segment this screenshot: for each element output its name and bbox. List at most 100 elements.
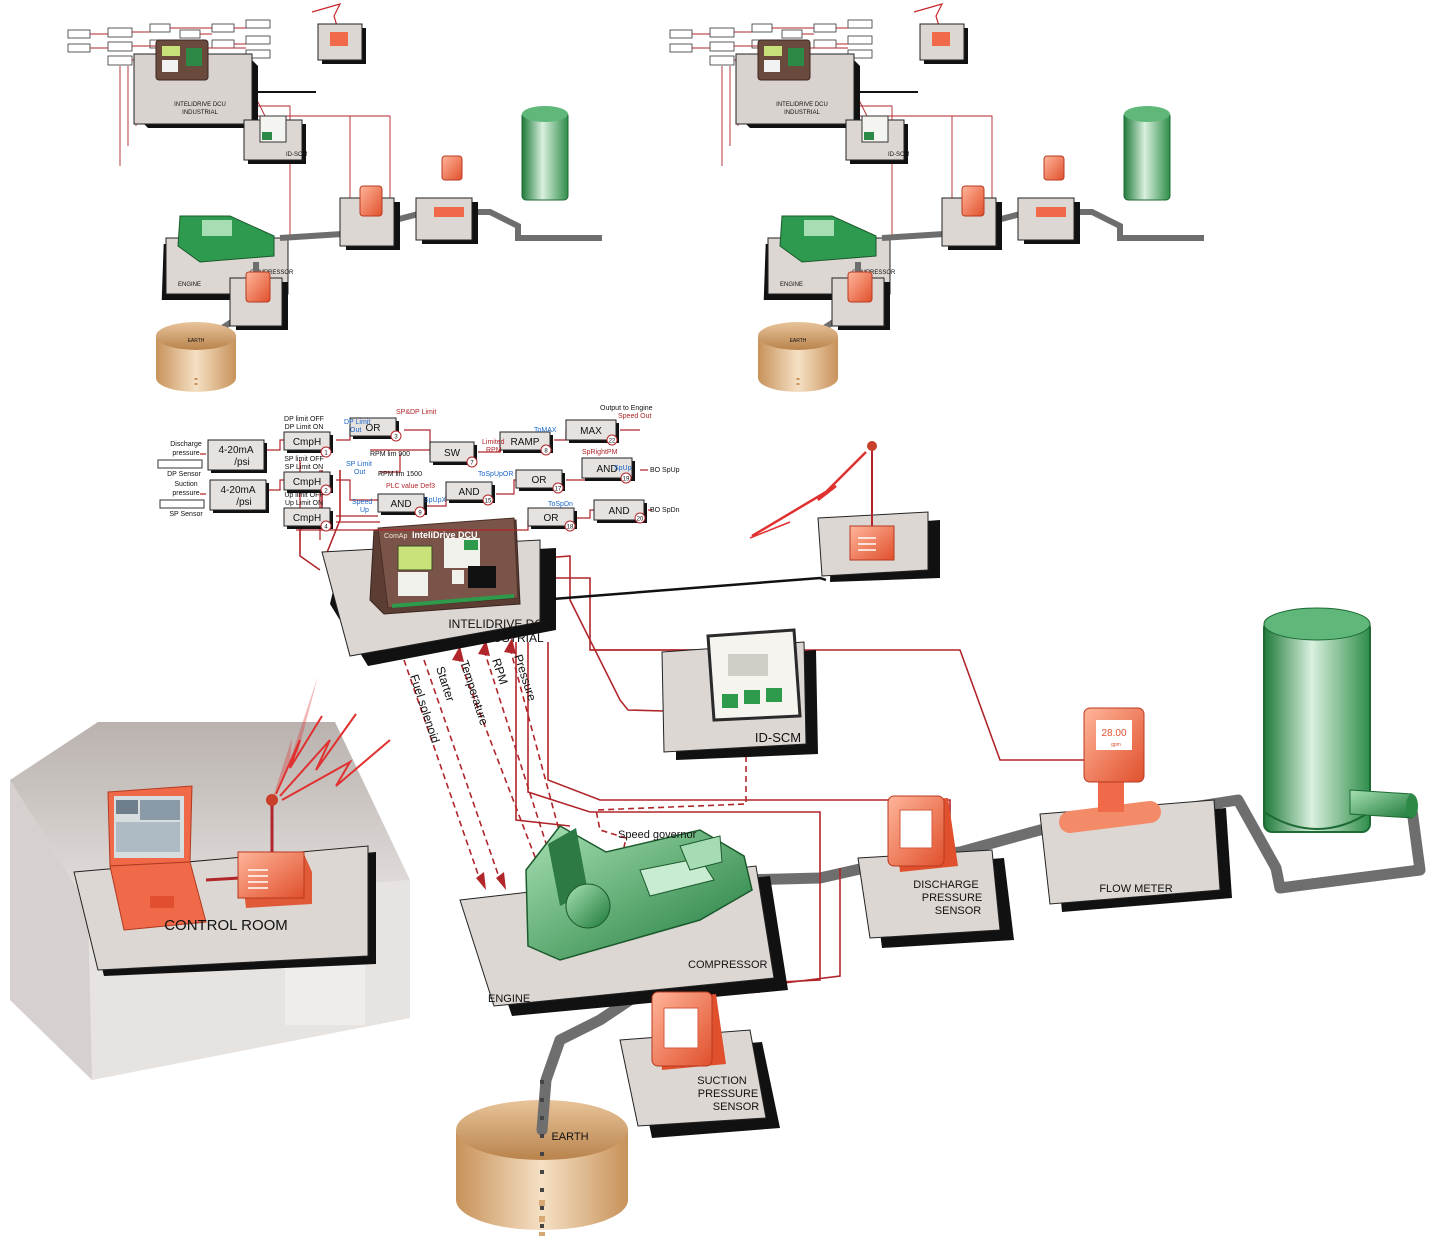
control-room-building — [10, 676, 410, 1080]
block-number — [606, 434, 618, 446]
dp-input-label: pressure — [172, 450, 199, 457]
block-number-text: 18 — [567, 525, 574, 531]
signal-arrows — [403, 647, 747, 881]
or-block-3 — [527, 507, 575, 527]
cmph-note: Up Limit ON — [285, 500, 323, 507]
suction-label-2: PRESSURE — [698, 1088, 759, 1100]
speed-governor-label: Speed governor — [618, 829, 697, 841]
block-number — [540, 444, 552, 456]
controller-model: InteliDrive DCU — [412, 530, 478, 540]
note-red: Limited — [482, 439, 505, 446]
cmph-note: DP limit OFF — [284, 416, 324, 423]
control-room-label: CONTROL ROOM — [164, 917, 288, 934]
sw-block — [429, 441, 475, 463]
signal-label: Starter — [433, 665, 457, 704]
cmph-block-label: CmpH — [293, 477, 321, 488]
block-number-text: 9 — [418, 511, 422, 517]
ramp-block-label: RAMP — [511, 437, 540, 448]
block-number-text: 2 — [324, 489, 328, 495]
suction-label-3: SENSOR — [713, 1101, 760, 1113]
block-number — [552, 482, 564, 494]
radio-node — [749, 441, 940, 582]
cmph-note: SP Limit ON — [285, 464, 323, 471]
sw-block-label: SW — [444, 448, 461, 459]
block-number-text: 15 — [485, 499, 492, 505]
cmph-block-label: CmpH — [293, 513, 321, 524]
and-block-4-label: AND — [608, 506, 629, 517]
block-number — [390, 430, 402, 442]
sp-input-label: Suction — [174, 481, 197, 488]
block-number — [466, 456, 478, 468]
note-blue: ToMAX — [534, 427, 557, 434]
converter-label: 4-20mA — [218, 445, 253, 456]
flow-meter-label: FLOW METER — [1099, 883, 1172, 895]
sp-input-label: pressure — [172, 490, 199, 497]
controller-label-1: INTELIDRIVE DCU — [448, 617, 551, 631]
cmph-block — [283, 431, 331, 451]
engine-compressor — [459, 825, 788, 1016]
block-number-text: 19 — [623, 477, 630, 483]
controller-brand: ComAp — [384, 533, 407, 540]
note-black: Output to Engine — [600, 405, 653, 412]
block-number-text: 20 — [637, 517, 644, 523]
converter-label: 4-20mA — [220, 485, 255, 496]
and-block-2 — [445, 481, 493, 501]
mini-diagram-right — [670, 4, 1204, 392]
block-number-text: 4 — [324, 525, 328, 531]
block-number — [620, 472, 632, 484]
cmph-block-label: CmpH — [293, 437, 321, 448]
note-blue: ToSpUpOR — [478, 471, 513, 478]
note-red: SpRightPM — [582, 449, 618, 456]
block-number — [482, 494, 494, 506]
signal-label: Fuel solenoid — [407, 673, 442, 745]
note-black: BO SpUp — [650, 467, 680, 474]
flow-display-unit: gpm — [1111, 742, 1121, 748]
suction-label-1: SUCTION — [697, 1075, 747, 1087]
converter-label: /psi — [236, 497, 252, 508]
flow-meter — [1039, 707, 1232, 912]
block-number-text: 7 — [470, 461, 474, 467]
or-block-1-label: OR — [366, 423, 381, 434]
cmph-block — [283, 507, 331, 527]
flow-display-value: 28.00 — [1101, 728, 1126, 739]
sp-input-bar — [159, 499, 205, 509]
and-block-3 — [581, 457, 633, 479]
id-scm-module — [661, 628, 818, 760]
block-number-text: 3 — [394, 435, 398, 441]
or-block-2-label: OR — [532, 475, 547, 486]
block-number — [414, 506, 426, 518]
block-number — [320, 446, 332, 458]
dp-sensor-label: DP Sensor — [167, 471, 201, 478]
note-blue: Up — [360, 507, 369, 514]
note-blue: Speed — [352, 499, 372, 506]
note-blue: SpUp — [614, 465, 632, 472]
mini-diagram-left — [68, 4, 602, 392]
or-block-3-label: OR — [544, 513, 559, 524]
radio-link — [539, 576, 827, 602]
note-blue: SP Limit — [346, 461, 372, 468]
or-block-1 — [349, 417, 397, 437]
block-number — [320, 520, 332, 532]
note-red: SP&DP Limit — [396, 409, 436, 416]
block-number — [564, 520, 576, 532]
compressor-label: COMPRESSOR — [688, 959, 768, 971]
block-number-text: 8 — [544, 449, 548, 455]
note-blue: SpUpX — [424, 497, 447, 504]
cmph-note: SP limit OFF — [284, 456, 324, 463]
block-number-text: 22 — [609, 439, 616, 445]
id-scm-label: ID-SCM — [755, 730, 801, 745]
and-block-1-label: AND — [390, 499, 411, 510]
cmph-block — [283, 471, 331, 491]
cmph-note: Up limit OFF — [284, 492, 323, 499]
converter-block — [209, 479, 267, 511]
signal-label: RPM — [489, 657, 511, 687]
note-blue: DP Limit — [344, 419, 370, 426]
sp-sensor-label: SP Sensor — [169, 511, 203, 518]
note-blue: Out — [350, 427, 361, 434]
engine-label: ENGINE — [488, 993, 530, 1005]
discharge-sensor — [857, 795, 1014, 948]
dp-input-bar — [157, 459, 203, 469]
